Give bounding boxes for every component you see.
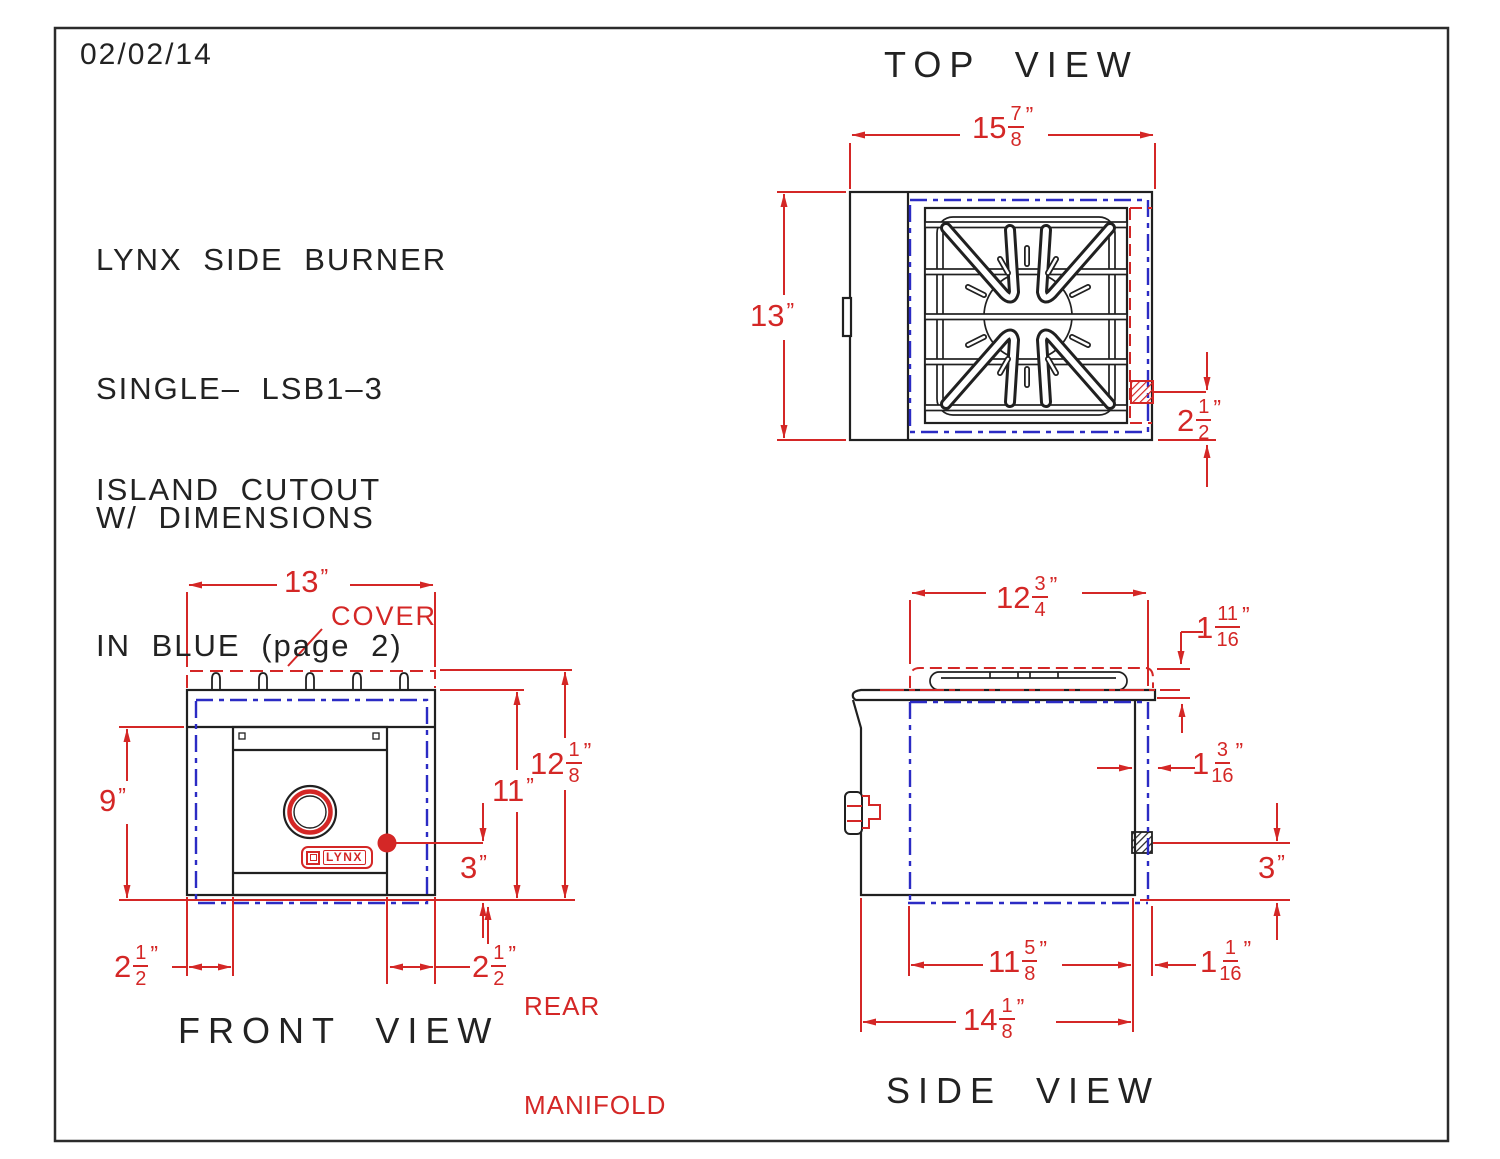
side-view-knob — [844, 791, 863, 835]
front-view-island-cutout-line — [194, 698, 429, 905]
top-view-island-cutout-line — [908, 198, 1150, 434]
cover-hidden-line — [186, 670, 436, 688]
lynx-logo-badge: LYNX — [301, 846, 373, 869]
cover-hidden-line-side — [909, 667, 1154, 688]
control-knob — [282, 784, 338, 840]
grate-prongs — [211, 672, 409, 690]
side-view-dimensions — [847, 589, 1290, 1032]
note-line-2: IN BLUE (page 2) — [96, 628, 403, 663]
side-view-body-outline — [851, 699, 1137, 897]
side-view-title: SIDE VIEW — [886, 1070, 1161, 1111]
rear-manifold-label: REAR MANIFOLD LOCATION — [524, 991, 667, 1120]
drawing-title-block: LYNX SIDE BURNER SINGLE– LSB1–3 W/ DIMEN… — [96, 152, 447, 625]
valve-stem — [862, 795, 881, 829]
dim-front-inner-height: 9” — [99, 783, 126, 818]
rear-manifold-marker — [377, 833, 397, 853]
side-view-grate-profile — [929, 671, 1128, 691]
lynx-logo-icon — [306, 850, 320, 865]
top-view-knob-tab — [841, 296, 853, 338]
top-view-grate — [923, 206, 1129, 425]
front-view-title: FRONT VIEW — [178, 1010, 500, 1051]
sheet-border — [53, 26, 1450, 1143]
cutout-note: ISLAND CUTOUT IN BLUE (page 2) — [96, 360, 403, 776]
top-view-drawing — [777, 131, 1216, 487]
dim-front-manifold-height: 3” — [460, 850, 487, 885]
title-line-1: LYNX SIDE BURNER — [96, 242, 448, 277]
front-view-burner-box — [231, 725, 389, 897]
front-view-dimensions — [119, 581, 575, 984]
side-view-drawing — [844, 589, 1290, 1032]
gas-manifold-top — [1130, 380, 1154, 404]
note-line-1: ISLAND CUTOUT — [96, 472, 382, 507]
top-view-title: TOP VIEW — [884, 44, 1139, 85]
side-view-island-cutout-line — [908, 700, 1150, 905]
dim-top-height: 13” — [750, 298, 794, 333]
side-view-top-plate — [851, 688, 1157, 702]
drawing-date: 02/02/14 — [80, 38, 213, 71]
dim-side-manifold-height: 3” — [1258, 850, 1285, 885]
lynx-logo-text: LYNX — [323, 850, 366, 865]
title-line-2: SINGLE– LSB1–3 — [96, 371, 384, 406]
top-view-dimensions — [777, 131, 1216, 487]
title-line-3: W/ DIMENSIONS — [96, 500, 375, 535]
dim-front-body-height: 11” — [492, 773, 534, 808]
dim-front-width: 13” — [284, 564, 328, 599]
cover-label: COVER — [331, 601, 438, 631]
